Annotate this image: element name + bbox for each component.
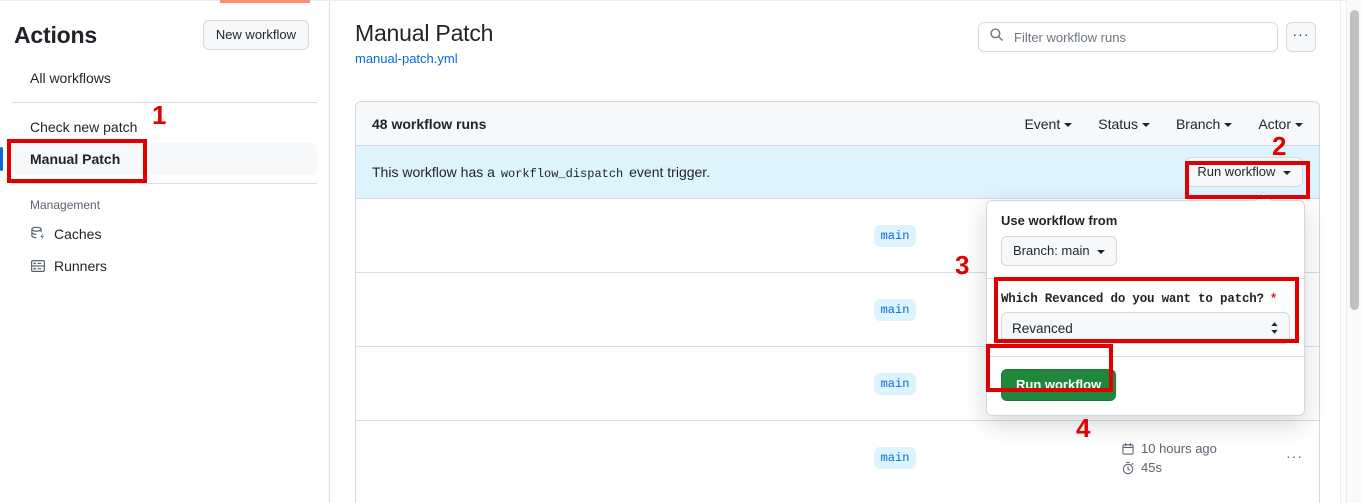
sidebar-item-all-workflows[interactable]: All workflows	[12, 62, 317, 94]
filter-status-dropdown[interactable]: Status	[1098, 116, 1150, 132]
run-duration-text: 45s	[1141, 460, 1162, 475]
branch-select-label: Branch: main	[1013, 243, 1090, 258]
calendar-icon	[1121, 442, 1135, 456]
row-more-options-button[interactable]: ···	[1286, 448, 1303, 464]
run-title-cell	[356, 273, 687, 346]
main-content: Manual Patch manual-patch.yml ···	[331, 0, 1340, 503]
branch-badge[interactable]: main	[873, 372, 917, 395]
run-workflow-popup: Use workflow from Branch: main Which Rev…	[986, 191, 1305, 416]
workflow-title-block: Manual Patch manual-patch.yml	[355, 18, 493, 66]
dispatch-text-after: event trigger.	[629, 163, 711, 180]
run-title-cell	[356, 199, 687, 272]
required-marker: *	[1271, 291, 1276, 305]
search-field-wrapper[interactable]	[978, 22, 1278, 52]
workflow-input-question: Which Revanced do you want to patch? *	[1001, 291, 1290, 306]
workflow-dispatch-notice: This workflow has a workflow_dispatch ev…	[356, 146, 1319, 199]
sidebar-item-manual-patch[interactable]: Manual Patch	[0, 143, 317, 175]
run-branch-cell: main	[687, 298, 1103, 321]
branch-badge[interactable]: main	[873, 298, 917, 321]
run-title-cell	[356, 347, 687, 420]
chevron-down-icon	[1224, 122, 1233, 127]
run-workflow-submit-button[interactable]: Run workflow	[1001, 369, 1117, 401]
run-meta-cell: 10 hours ago 45s	[1103, 441, 1303, 475]
table-row[interactable]: main	[356, 273, 1319, 347]
filter-status-label: Status	[1098, 115, 1138, 132]
branch-badge[interactable]: main	[873, 447, 917, 469]
use-workflow-from-section: Use workflow from Branch: main	[987, 201, 1304, 279]
chevron-down-icon	[1064, 122, 1073, 127]
run-duration: 45s	[1121, 460, 1217, 475]
header-more-options-button[interactable]: ···	[1286, 22, 1316, 52]
new-workflow-button[interactable]: New workflow	[202, 20, 309, 50]
workflow-name: Manual Patch	[355, 20, 494, 46]
filter-event-dropdown[interactable]: Event	[1024, 115, 1073, 132]
sidebar-divider-1	[12, 102, 317, 103]
runs-filter-group: Event Status Branch Actor	[1024, 116, 1303, 132]
run-branch-cell: main	[687, 224, 1103, 247]
workflow-runs-count: 48 workflow runs	[372, 115, 487, 132]
workflow-input-question-text: Which Revanced do you want to patch?	[1001, 292, 1264, 306]
sidebar-item-runners[interactable]: Runners	[12, 250, 317, 282]
workflow-file-link[interactable]: manual-patch.yml	[355, 51, 458, 66]
sidebar-item-label: All workflows	[30, 70, 111, 86]
sidebar-section-management: Management	[30, 198, 101, 212]
filter-event-label: Event	[1024, 115, 1061, 132]
sidebar-item-label: Manual Patch	[30, 151, 121, 167]
sidebar-item-label: Runners	[54, 258, 107, 274]
page-title: Actions	[14, 21, 97, 48]
stopwatch-icon	[1121, 461, 1135, 475]
search-icon	[989, 27, 1004, 47]
run-workflow-dropdown-button[interactable]: Run workflow	[1185, 157, 1303, 187]
branch-select-button[interactable]: Branch: main	[1001, 236, 1118, 266]
run-title-cell	[356, 421, 687, 495]
sidebar-item-check-new-patch[interactable]: Check new patch	[12, 111, 317, 143]
vertical-scrollbar-thumb[interactable]	[1350, 10, 1359, 310]
workflow-header: Manual Patch manual-patch.yml ···	[331, 0, 1340, 66]
select-updown-icon	[1269, 320, 1280, 336]
filter-branch-label: Branch	[1175, 115, 1221, 132]
chevron-down-icon	[1295, 122, 1303, 127]
server-icon	[30, 258, 46, 274]
run-workflow-dropdown-label: Run workflow	[1197, 164, 1276, 179]
runs-panel-header: 48 workflow runs Event Status Branch Act…	[356, 102, 1319, 146]
chevron-down-icon	[1141, 122, 1150, 127]
actions-sidebar: Actions New workflow All workflows Check…	[0, 0, 330, 503]
sidebar-item-caches[interactable]: Caches	[12, 218, 317, 250]
sidebar-item-label: Check new patch	[30, 119, 138, 135]
search-input[interactable]	[1012, 28, 1267, 46]
chevron-down-icon	[1283, 170, 1291, 175]
workflow-runs-panel: 48 workflow runs Event Status Branch Act…	[355, 101, 1320, 503]
dispatch-text-before: This workflow has a	[372, 163, 495, 180]
use-workflow-from-label: Use workflow from	[1001, 213, 1118, 228]
content-right-edge	[1340, 0, 1341, 503]
filter-actor-label: Actor	[1258, 115, 1291, 132]
cache-icon	[30, 226, 46, 242]
sidebar-header: Actions New workflow	[0, 0, 329, 54]
filter-branch-dropdown[interactable]: Branch	[1175, 115, 1233, 132]
sidebar-item-label: Caches	[54, 226, 102, 242]
run-meta-column: 10 hours ago 45s	[1121, 441, 1217, 475]
top-hairline	[0, 0, 1361, 1]
run-timestamp-text: 10 hours ago	[1141, 441, 1217, 456]
revanced-select-value: Revanced	[1012, 320, 1073, 336]
page-load-progress-bar	[220, 0, 310, 3]
vertical-scrollbar[interactable]	[1346, 0, 1361, 503]
sidebar-divider-2	[12, 183, 317, 184]
table-row[interactable]: main 10 hours ago	[356, 421, 1319, 495]
filter-actor-dropdown[interactable]: Actor	[1258, 116, 1303, 132]
revanced-select[interactable]: Revanced	[1001, 312, 1290, 344]
dispatch-event-code: workflow_dispatch	[500, 166, 624, 181]
table-row[interactable]: main	[356, 199, 1319, 273]
run-timestamp: 10 hours ago	[1121, 441, 1217, 456]
chevron-down-icon	[1097, 249, 1106, 254]
dispatch-notice-text: This workflow has a workflow_dispatch ev…	[372, 164, 710, 181]
header-actions: ···	[978, 22, 1316, 52]
popup-footer: Run workflow	[987, 357, 1304, 415]
run-branch-cell: main	[687, 372, 1103, 395]
workflow-input-section: Which Revanced do you want to patch? * R…	[987, 279, 1304, 357]
run-branch-cell: main	[687, 447, 1103, 469]
branch-badge[interactable]: main	[873, 224, 917, 247]
sidebar-nav: All workflows Check new patch Manual Pat…	[0, 54, 329, 282]
